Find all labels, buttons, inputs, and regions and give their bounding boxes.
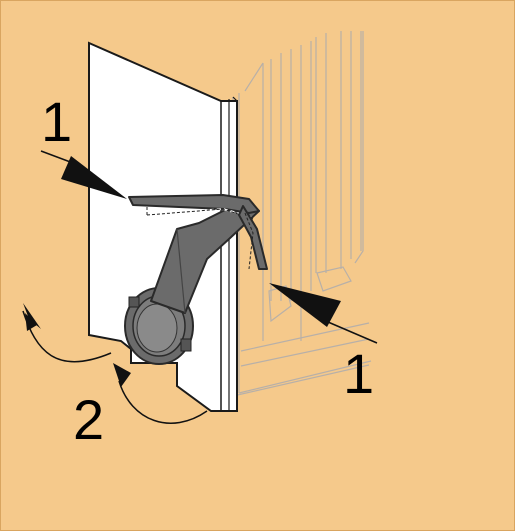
step-1-label-right: 1 bbox=[343, 342, 374, 405]
step-1-label-top: 1 bbox=[41, 90, 72, 153]
arrow-pointer-icon bbox=[269, 283, 377, 343]
step-2-label: 2 bbox=[73, 388, 104, 451]
